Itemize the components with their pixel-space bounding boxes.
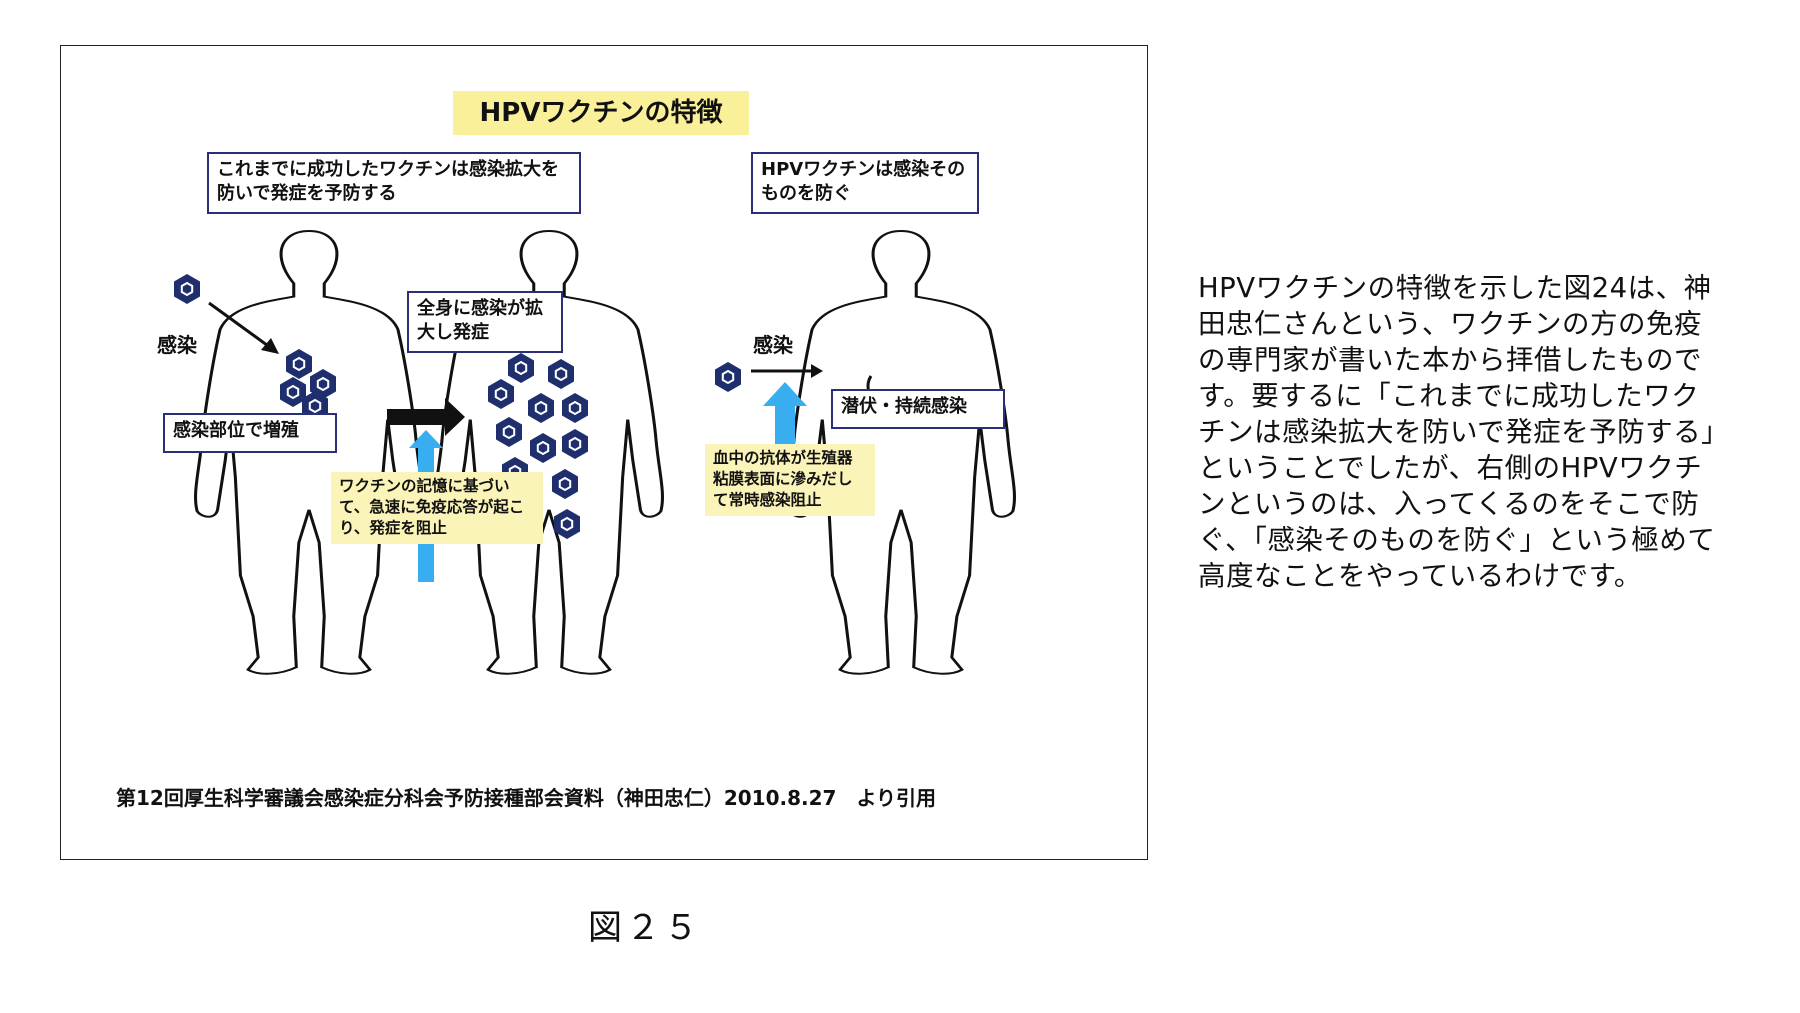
arrowhead-infection-left [261,338,279,354]
virus-icon [487,378,515,410]
label-infection-left: 感染 [157,333,197,357]
arrowhead-infection-right [811,364,823,378]
virus-icon [561,392,589,424]
virus-icon [527,392,555,424]
virus-icon [173,273,201,305]
virus-icon [507,352,535,384]
box-hpv-vaccine: HPVワクチンは感染そのものを防ぐ [751,152,979,214]
label-infection-right: 感染 [753,333,793,357]
box-previous-vaccines: これまでに成功したワクチンは感染拡大を防いで発症を予防する [207,152,581,214]
virus-icon [285,348,313,380]
arrowhead-immune-response [409,430,443,448]
virus-icon [547,358,575,390]
box-local-growth: 感染部位で増殖 [163,413,337,453]
figure-title: HPVワクチンの特徴 [453,91,749,135]
virus-icon [714,361,742,393]
virus-icon [561,428,589,460]
arrowhead-progression [445,398,465,436]
virus-icon [495,416,523,448]
source-citation: 第12回厚生科学審議会感染症分科会予防接種部会資料（神田忠仁）2010.8.27… [116,786,937,810]
note-antibody-barrier: 血中の抗体が生殖器粘膜表面に滲みだして常時感染阻止 [705,444,875,516]
arrowhead-antibody [763,382,807,406]
figure-slide: HPVワクチンの特徴 これまでに成功したワクチンは感染拡大を防いで発症を予防する… [60,45,1148,860]
arrow-progression [387,409,445,425]
arrow-infection-left [208,301,272,350]
figure-caption: 図２５ [588,908,702,948]
note-immune-memory: ワクチンの記憶に基づいて、急速に免疫応答が起こり、発症を阻止 [331,472,543,544]
box-systemic-spread: 全身に感染が拡大し発症 [407,291,563,353]
description-text: HPVワクチンの特徴を示した図24は、神田忠仁さんという、ワクチンの方の免疫の専… [1198,272,1716,592]
figure-artwork [173,229,1016,676]
virus-icon [551,468,579,500]
box-latent-infection: 潜伏・持続感染 [831,389,1005,429]
virus-icon [529,432,557,464]
